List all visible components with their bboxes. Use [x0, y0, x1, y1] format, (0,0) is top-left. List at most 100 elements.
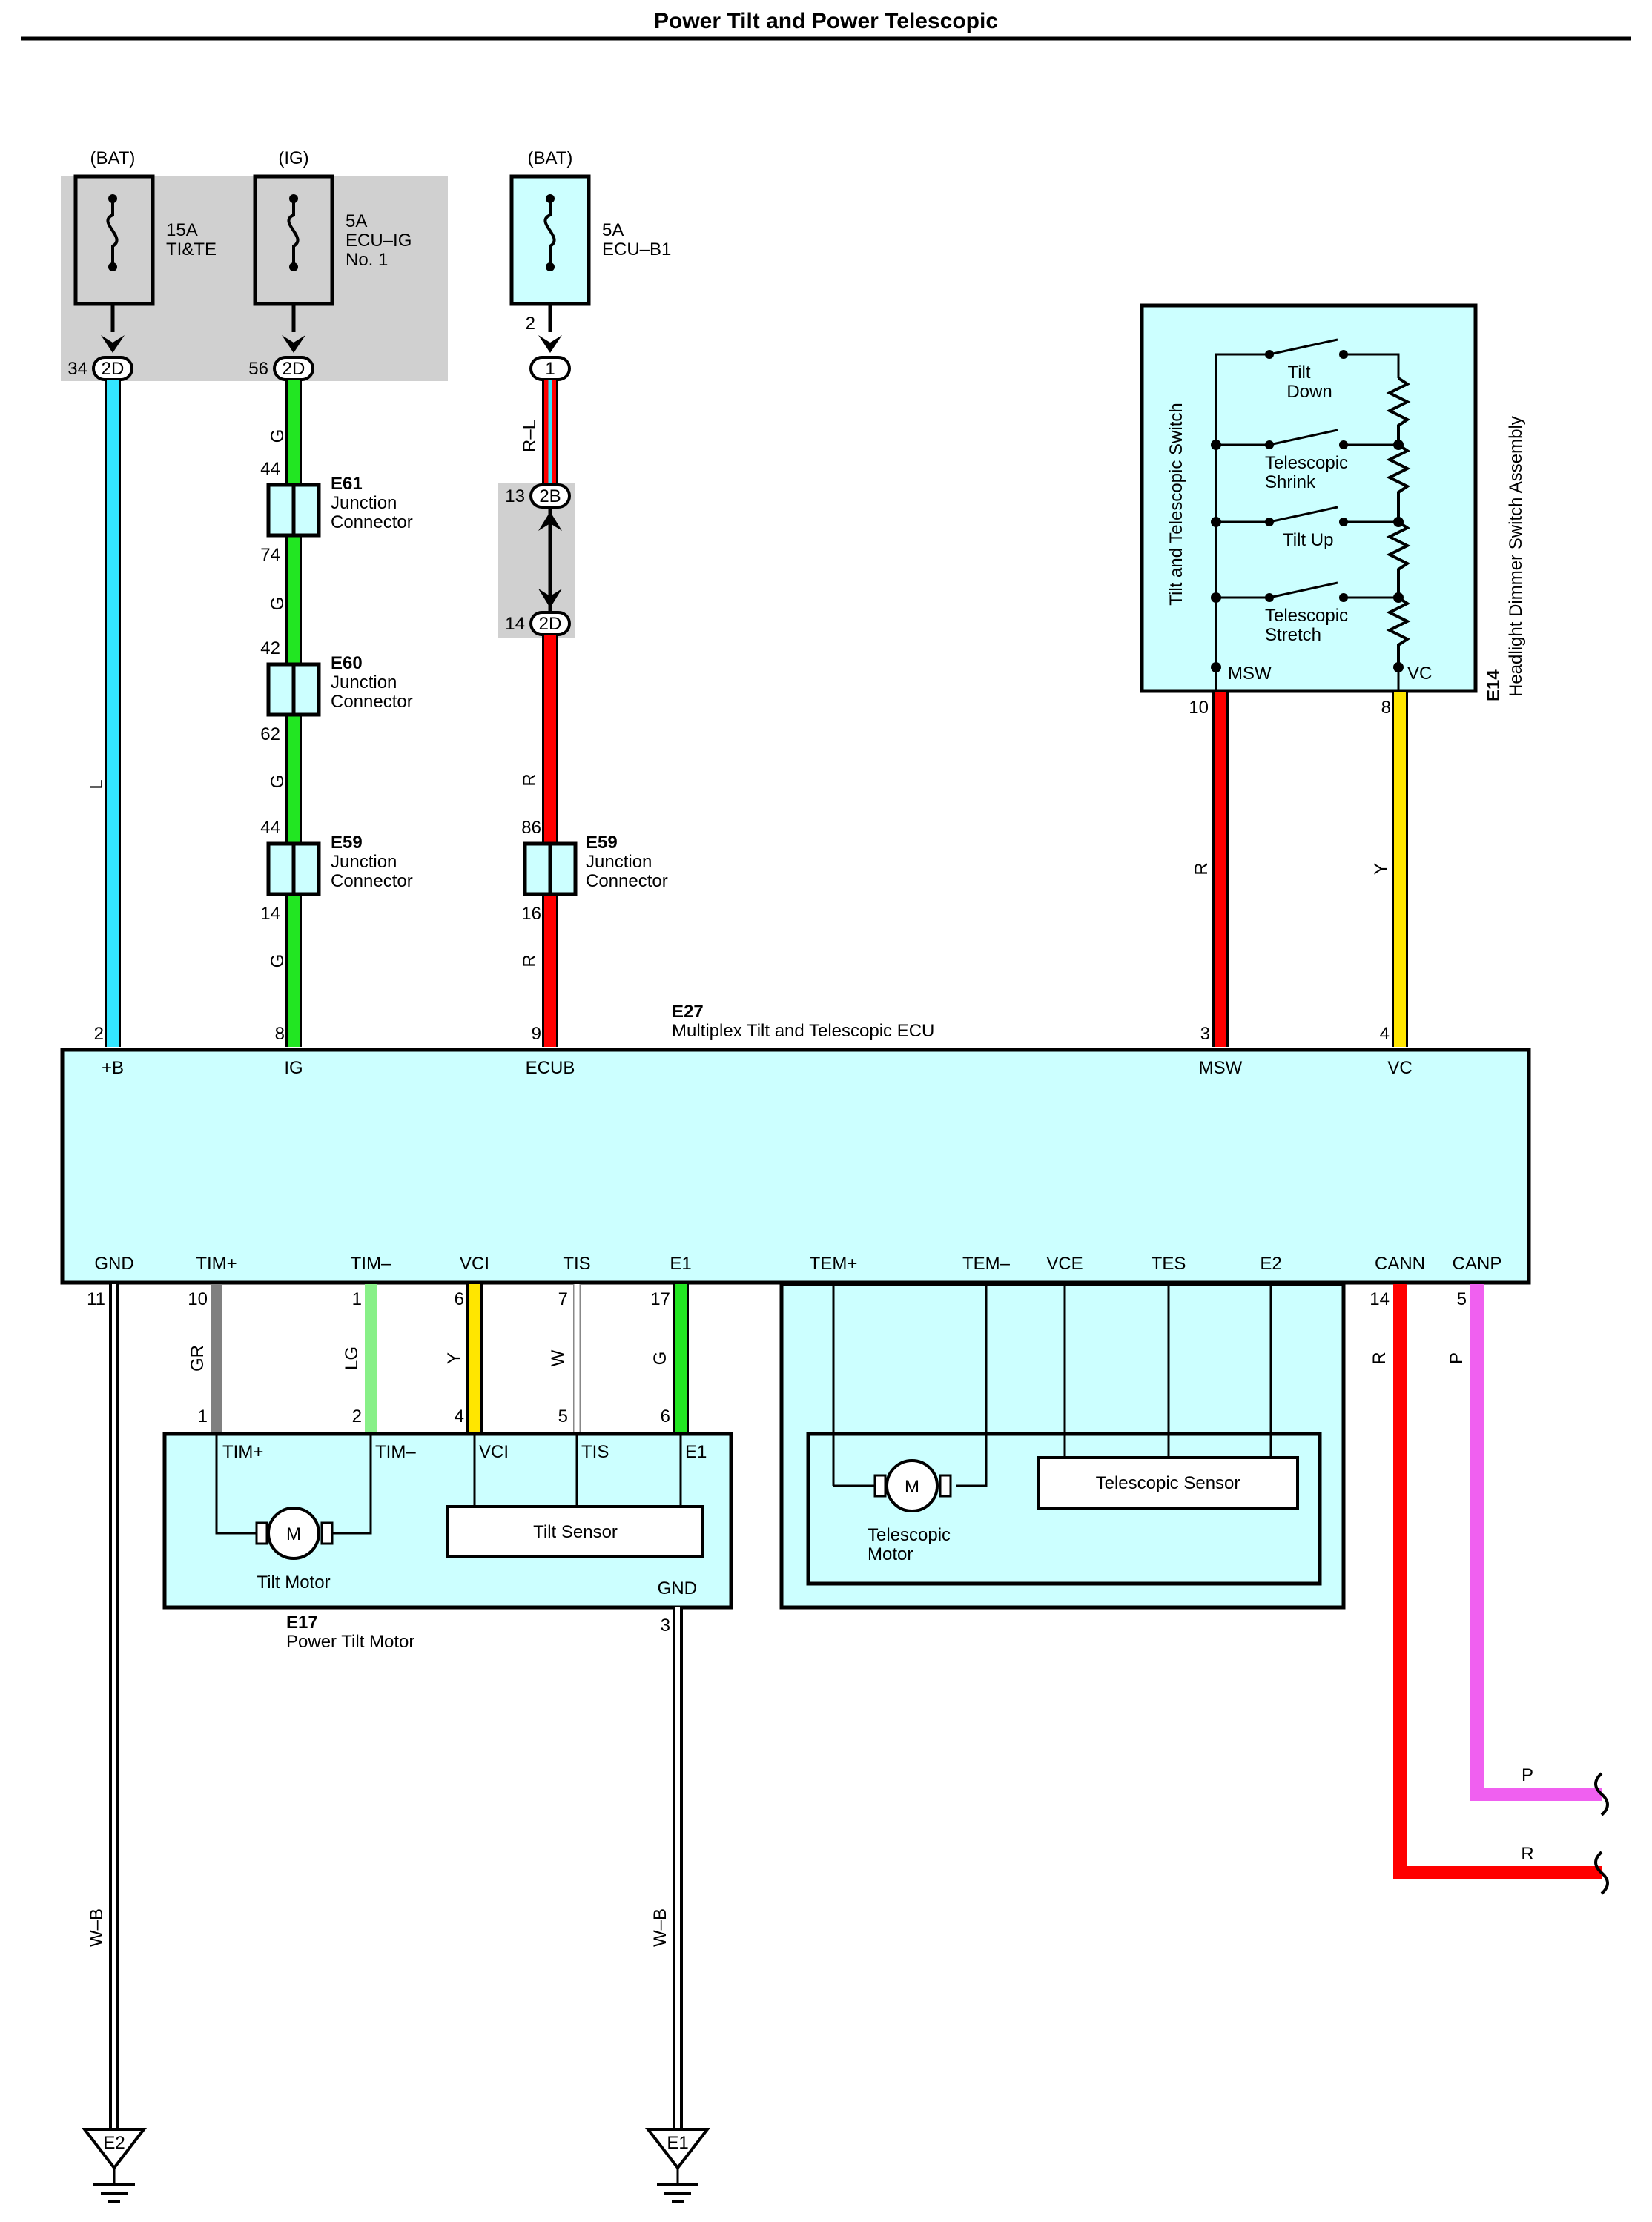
- junction-name2: Connector: [331, 692, 413, 712]
- svg-text:MSW: MSW: [1199, 1058, 1243, 1078]
- fuse-icon: [543, 199, 556, 267]
- junction-connector-e61: 44 74 E61 Junction Connector: [260, 459, 412, 565]
- ecu-top-pins: 2 +B 8 IG 9 ECUB 3 MSW 4 VC: [94, 1024, 1413, 1078]
- switch-pin-num: 8: [1381, 698, 1391, 718]
- connector-pin: 34: [67, 359, 87, 379]
- switch-assembly-id: E14: [1484, 669, 1504, 701]
- wire-label: G: [268, 775, 288, 789]
- junction-name: Junction: [331, 852, 397, 872]
- wire-label: Y: [1371, 863, 1391, 875]
- ecu-e27: [60, 1048, 1531, 1285]
- svg-text:VCI: VCI: [479, 1442, 509, 1462]
- svg-text:M: M: [286, 1524, 301, 1544]
- tilt-sensor: [446, 1505, 704, 1558]
- svg-text:1: 1: [352, 1289, 362, 1309]
- connector-arrow-icon: [282, 335, 305, 353]
- pin-out: 16: [521, 904, 541, 924]
- svg-text:VCI: VCI: [460, 1254, 489, 1274]
- svg-text:5: 5: [1457, 1289, 1467, 1309]
- connector-pin: 56: [248, 359, 268, 379]
- svg-text:Tilt Sensor: Tilt Sensor: [533, 1522, 618, 1542]
- connector-arrow-icon: [538, 335, 562, 353]
- fuse-name-line2: No. 1: [346, 250, 388, 270]
- ground-e2: E2: [81, 2128, 148, 2203]
- switch-pin-label: VC: [1407, 664, 1432, 684]
- svg-text:ECUB: ECUB: [526, 1058, 575, 1078]
- tilt-motor-e17: 1 2 4 5 6 TIM+ TIM– VCI TIS E1 M Tilt Mo…: [162, 1406, 733, 1652]
- svg-text:TEM+: TEM+: [810, 1254, 858, 1274]
- ground-e1: E1: [644, 2128, 711, 2203]
- svg-text:Tilt: Tilt: [1287, 363, 1310, 383]
- ecu-name: Multiplex Tilt and Telescopic ECU: [672, 1021, 934, 1041]
- junction-name: Junction: [331, 493, 397, 513]
- pin-in: 42: [260, 638, 280, 658]
- svg-text:GND: GND: [94, 1254, 133, 1274]
- pin-in: 44: [260, 459, 280, 479]
- svg-text:E2: E2: [1260, 1254, 1281, 1274]
- fuse-icon: [106, 199, 119, 267]
- fuse-name: ECU–B1: [602, 239, 671, 259]
- switch-tilt-up: Tilt Up: [1211, 506, 1404, 550]
- fuse-source: (IG): [278, 148, 308, 168]
- svg-text:VCE: VCE: [1046, 1254, 1083, 1274]
- tilt-motor-id: E17: [286, 1613, 318, 1633]
- ecu-bottom-pins: GND TIM+ TIM– VCI TIS E1 TEM+ TEM– VCE T…: [87, 1254, 1501, 1309]
- svg-text:4: 4: [455, 1406, 464, 1426]
- svg-text:17: 17: [650, 1289, 670, 1309]
- wire-label: W: [548, 1349, 568, 1366]
- svg-text:CANP: CANP: [1453, 1254, 1502, 1274]
- svg-text:TIM+: TIM+: [196, 1254, 237, 1274]
- junction-name2: Connector: [331, 512, 413, 532]
- fuse-rating: 5A: [346, 211, 367, 231]
- pin-in: 44: [260, 818, 280, 838]
- motor-icon: [885, 1459, 939, 1512]
- svg-text:VC: VC: [1387, 1058, 1412, 1078]
- pin-out: 14: [260, 904, 280, 924]
- svg-text:11: 11: [87, 1289, 105, 1309]
- connector-code: 2D: [283, 359, 305, 379]
- fuse-pin-label: 2: [526, 314, 535, 334]
- wire-label: W–B: [87, 1908, 107, 1947]
- svg-text:E2: E2: [103, 2133, 125, 2153]
- svg-text:Down: Down: [1286, 382, 1332, 402]
- connector-code: 2B: [539, 486, 561, 506]
- connector-code: 1: [545, 359, 555, 379]
- junction-id: E60: [331, 653, 363, 673]
- svg-text:E1: E1: [667, 2133, 688, 2153]
- svg-text:6: 6: [455, 1289, 464, 1309]
- svg-text:TIS: TIS: [581, 1442, 609, 1462]
- svg-text:2: 2: [94, 1024, 104, 1044]
- telescopic-sensor: [1037, 1456, 1299, 1510]
- svg-text:TIS: TIS: [563, 1254, 590, 1274]
- fuse-rating: 15A: [166, 220, 198, 240]
- wire-label: L: [87, 779, 107, 789]
- fuse-source: (BAT): [528, 148, 573, 168]
- svg-text:9: 9: [532, 1024, 541, 1044]
- ground-icon: [644, 2128, 711, 2171]
- svg-text:6: 6: [661, 1406, 670, 1426]
- wire-label: LG: [342, 1346, 362, 1370]
- svg-text:Telescopic: Telescopic: [1265, 606, 1348, 626]
- svg-text:2: 2: [352, 1406, 362, 1426]
- wire-label: G: [268, 954, 288, 968]
- svg-text:4: 4: [1380, 1024, 1390, 1044]
- fuse-rating: 5A: [602, 220, 624, 240]
- fuse-ecu-b1: (BAT) 5A ECU–B1: [509, 148, 671, 306]
- wire-break-icon: [1594, 1772, 1609, 1816]
- svg-text:Shrink: Shrink: [1265, 472, 1316, 492]
- junction-connector-e60: 42 62 E60 Junction Connector: [260, 638, 412, 744]
- wire-label: R–L: [520, 420, 540, 452]
- telescopic-unit: M Telescopic Motor Telescopic Sensor: [779, 1282, 1346, 1610]
- switch-assembly-e14: Tilt and Telescopic Switch E14 Headlight…: [1140, 303, 1526, 718]
- junction-connector-e59-g: 44 14 E59 Junction Connector: [260, 818, 412, 924]
- wire-label: R: [520, 773, 540, 786]
- connector-code: 2D: [102, 359, 125, 379]
- switch-telescopic-shrink: Telescopic Shrink: [1211, 429, 1404, 492]
- switch-telescopic-stretch: Telescopic Stretch: [1211, 581, 1404, 645]
- wire-label: G: [268, 597, 288, 611]
- fuse-ecu-ig: (IG) 5A ECU–IG No. 1: [253, 148, 412, 306]
- svg-text:TES: TES: [1152, 1254, 1186, 1274]
- wire-label: P: [1522, 1765, 1533, 1785]
- fuse-source: (BAT): [90, 148, 136, 168]
